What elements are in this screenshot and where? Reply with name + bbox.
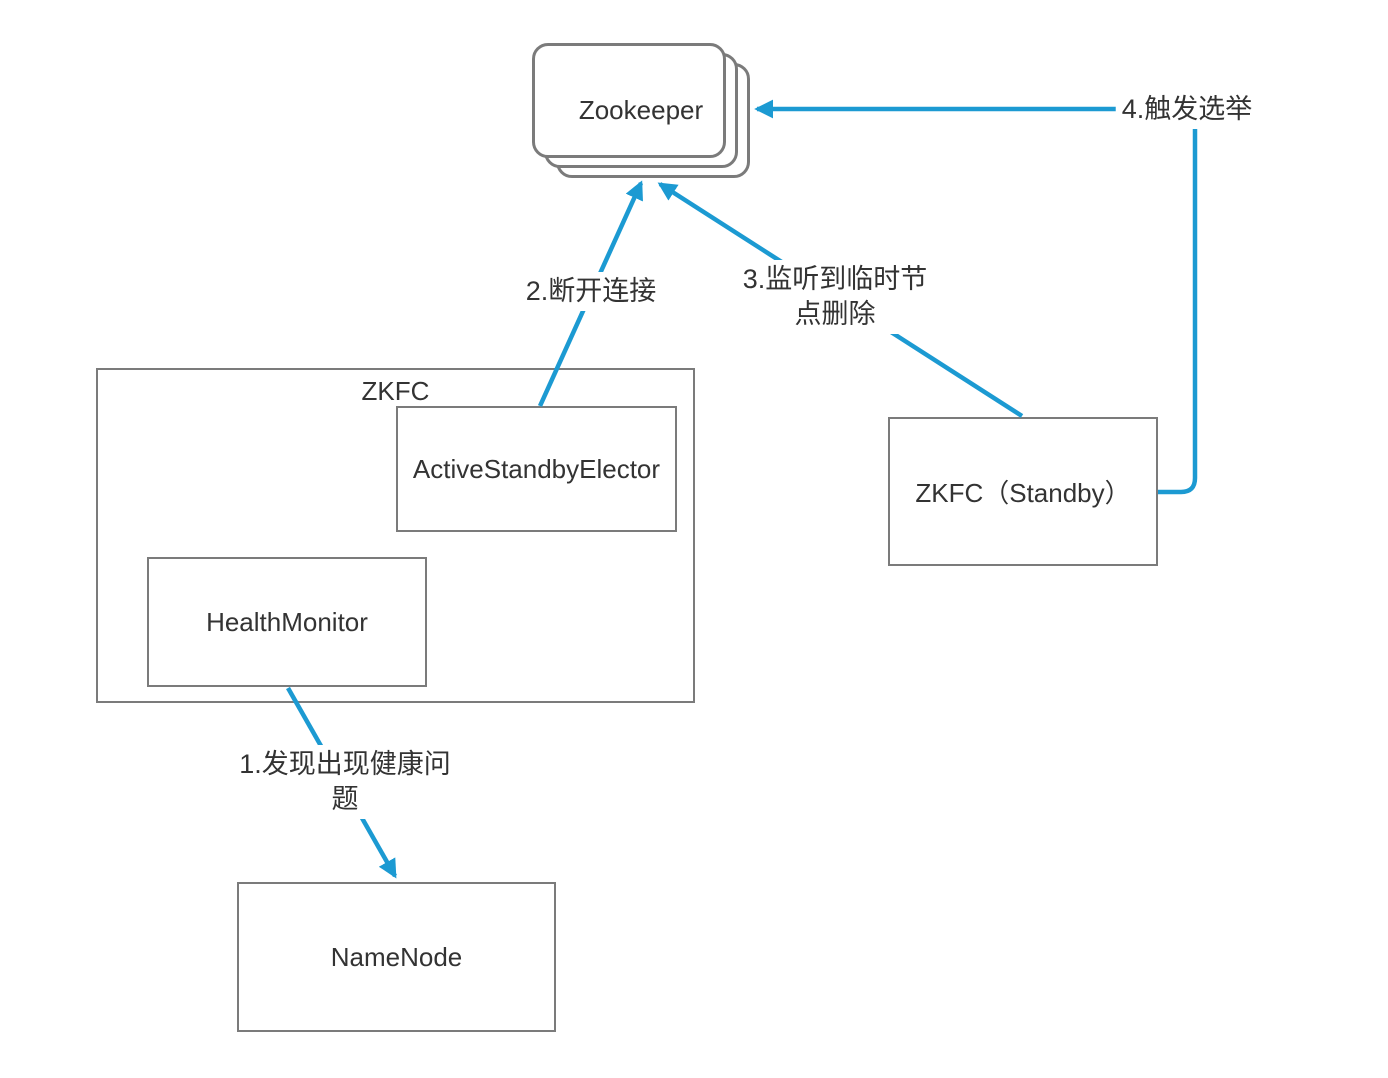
active-standby-elector-node: ActiveStandbyElector [396, 406, 677, 532]
edge-label-4: 4.触发选举 [1115, 90, 1259, 129]
zookeeper-label: Zookeeper [578, 95, 704, 125]
health-monitor-label: HealthMonitor [206, 606, 368, 637]
zkfc-standby-node: ZKFC（Standby） [888, 417, 1158, 566]
zkfc-standby-label: ZKFC（Standby） [915, 478, 1131, 508]
edge-label-3: 3.监听到临时节 点删除 [736, 260, 934, 334]
active-standby-elector-label: ActiveStandbyElector [412, 453, 661, 484]
zkfc-container-label: ZKFC [361, 376, 430, 406]
edge-label-1-line-1: 1.发现出现健康问 [239, 749, 451, 779]
edge-label-3-line-1: 3.监听到临时节 [742, 264, 928, 294]
edge-label-2: 2.断开连接 [519, 272, 663, 311]
zookeeper-card-front [532, 43, 726, 158]
edge-label-4-line-1: 4.触发选举 [1121, 94, 1253, 124]
health-monitor-node: HealthMonitor [147, 557, 427, 687]
edge-label-1: 1.发现出现健康问 题 [233, 745, 457, 819]
edge-label-1-line-2: 题 [331, 784, 359, 814]
zookeeper-node: Zookeeper [532, 43, 750, 178]
namenode-node: NameNode [237, 882, 556, 1032]
edge-label-3-line-2: 点删除 [794, 299, 876, 329]
namenode-label: NameNode [330, 941, 463, 972]
edge-label-2-line-1: 2.断开连接 [525, 276, 657, 306]
